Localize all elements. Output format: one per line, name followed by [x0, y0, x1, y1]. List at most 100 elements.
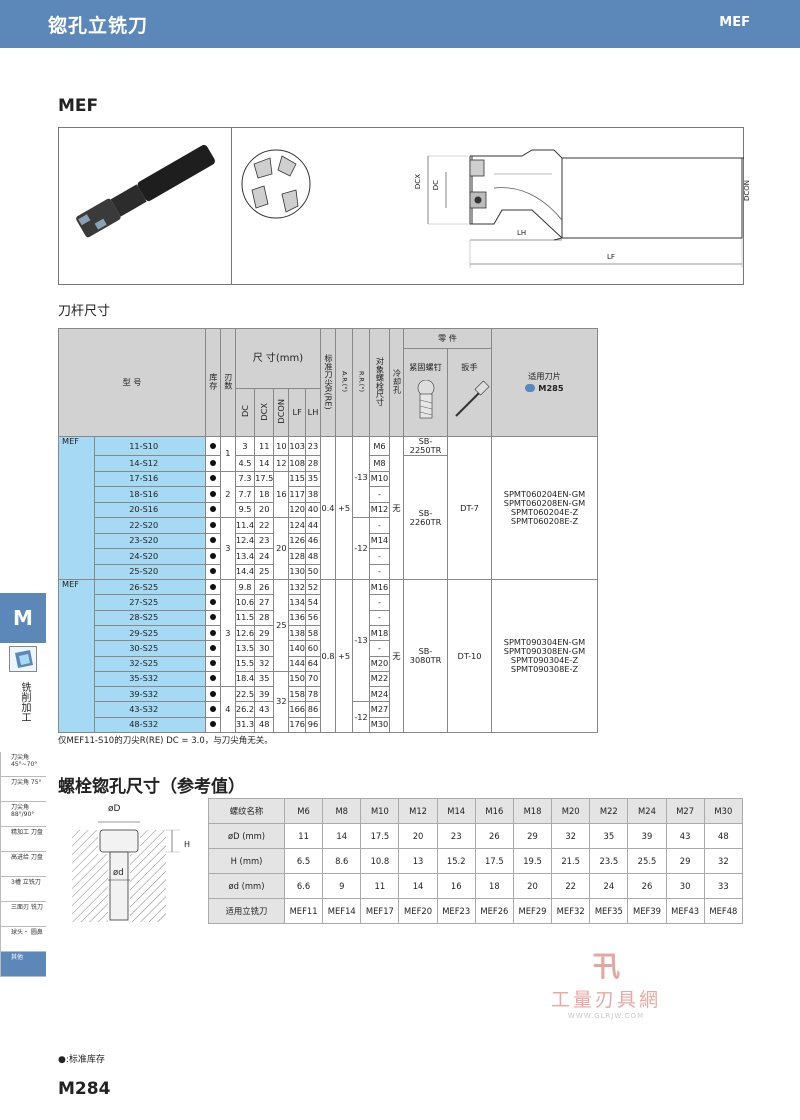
wrench-cell: DT-7 [447, 435, 492, 581]
th-ar: A.R.(°) [335, 328, 353, 437]
lh-cell: 60 [305, 640, 321, 657]
bolt-cell: 43 [665, 823, 705, 849]
dc-cell: 13.5 [234, 640, 256, 657]
th-wrench: 扳手 [447, 348, 492, 437]
model-cell: 23-S20 [94, 532, 206, 550]
page-header: 锪孔立铣刀 MEF [0, 0, 800, 48]
stock-cell [204, 594, 221, 611]
model-cell: 11-S10 [94, 435, 206, 457]
stock-cell [204, 517, 221, 534]
dc-cell: 11.4 [234, 517, 256, 534]
dcx-cell: 43 [254, 701, 275, 718]
tool-photo [76, 144, 215, 238]
flutes-cell: 1 [219, 436, 236, 472]
bolt-cell: M27 [665, 798, 705, 824]
bolt-cell: 11 [283, 823, 324, 849]
bolt-cell: M30 [369, 716, 390, 734]
bolt-h: H [184, 840, 191, 849]
watermark-url: WWW.GLRJW.COM [567, 1012, 645, 1020]
re-cell: 0.8 [320, 579, 336, 733]
lf-cell: 176 [288, 716, 306, 734]
bolt-cell: 11 [360, 873, 400, 899]
stock-dot-icon [209, 583, 216, 590]
model-cell: 29-S25 [94, 624, 206, 642]
dim-dcx: DCX [414, 174, 422, 190]
side-tab-m[interactable]: M [0, 593, 46, 643]
th-parts: 零 件 [403, 328, 492, 349]
side-nav-item[interactable]: 刀尖角 75° [0, 777, 46, 802]
re-cell: 0.4 [320, 435, 336, 581]
bolt-cell: M16 [369, 579, 390, 596]
bolt-cell: MEF35 [589, 898, 629, 924]
bolt-cell: M8 [369, 455, 390, 472]
side-nav-item[interactable]: 3槽 立铣刀 [0, 877, 46, 902]
lf-cell: 144 [288, 655, 306, 672]
dcx-cell: 35 [254, 670, 275, 688]
side-label: 铣削加工 [19, 682, 30, 722]
dcx-cell: 26 [254, 579, 275, 596]
bolt-cell: M6 [283, 798, 324, 824]
milling-insert-icon [9, 646, 37, 672]
lf-cell: 158 [288, 686, 306, 703]
dcx-cell: 17.5 [254, 470, 275, 488]
bolt-cell: MEF26 [474, 898, 514, 924]
bolt-cell: M10 [360, 798, 400, 824]
bolt-cell: 29 [512, 823, 553, 849]
watermark-logo-icon: 卂 [591, 950, 620, 983]
bolt-cell: M14 [369, 532, 390, 550]
bolt-cell: M14 [436, 798, 476, 824]
lh-cell: 56 [305, 609, 321, 626]
side-nav-item[interactable]: 其他 [0, 952, 46, 977]
bolt-cell: 15.2 [436, 848, 476, 874]
wrench-cell: DT-10 [447, 579, 492, 733]
dcx-cell: 18 [254, 486, 275, 503]
side-nav-item[interactable]: 精加工 刀盘 [0, 827, 46, 852]
dcx-cell: 48 [254, 716, 275, 734]
lf-cell: 128 [288, 548, 306, 565]
bolt-cell: MEF23 [436, 898, 476, 924]
th-re: 标准刀尖R(RE) [320, 328, 336, 437]
side-nav-item[interactable]: 三面刃 铣刀 [0, 902, 46, 927]
bolt-cell: 6.5 [283, 848, 324, 874]
ar-cell: +5 [335, 435, 353, 581]
dcon-cell: 20 [273, 517, 290, 581]
stock-dot-icon [209, 721, 216, 728]
lf-cell: 130 [288, 563, 306, 581]
model-cell: 48-S32 [94, 716, 206, 734]
stock-cell [204, 532, 221, 550]
bolt-cell: 35 [589, 823, 629, 849]
bolt-cell: MEF17 [360, 898, 400, 924]
stock-dot-icon [209, 644, 216, 651]
counterbore-diagram [72, 821, 180, 922]
stock-cell [204, 670, 221, 688]
model-cell: 27-S25 [94, 594, 206, 611]
bolt-cell: M12 [398, 798, 438, 824]
bolt-cell: - [369, 609, 390, 626]
lf-cell: 138 [288, 624, 306, 642]
bolt-cell: MEF43 [665, 898, 705, 924]
lf-cell: 140 [288, 640, 306, 657]
bolt-cell: 23 [436, 823, 476, 849]
side-nav-item[interactable]: 高进给 刀盘 [0, 852, 46, 877]
watermark: 卂 工量刃具網 WWW.GLRJW.COM [538, 945, 674, 1020]
bolt-cell: 48 [703, 823, 744, 849]
stock-cell [204, 455, 221, 472]
side-nav-item[interactable]: 球头・ 圆鼻 [0, 927, 46, 952]
flutes-cell: 3 [219, 579, 236, 688]
stock-dot-icon [209, 614, 216, 621]
screw-cell: SB-3080TR [403, 579, 448, 733]
dcx-cell: 29 [254, 624, 275, 642]
side-nav-item[interactable]: 刀尖角 88°/90° [0, 802, 46, 827]
side-nav-item[interactable]: 刀尖角 45°~70° [0, 752, 46, 777]
stock-cell [204, 716, 221, 734]
shank-title: 刀杆尺寸 [58, 304, 111, 319]
bolt-cell: M22 [589, 798, 629, 824]
stock-cell [204, 435, 221, 457]
lh-cell: 86 [305, 701, 321, 718]
bolt-cell: MEF29 [512, 898, 553, 924]
insert-page-ref[interactable]: M285 [538, 382, 564, 393]
